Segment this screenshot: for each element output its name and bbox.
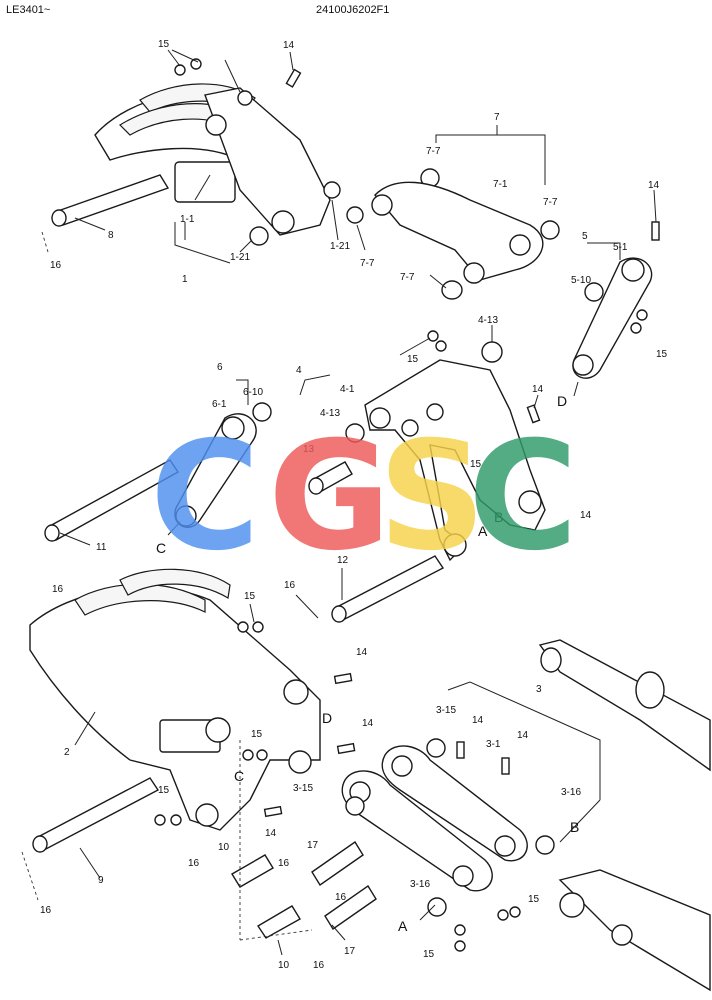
part-5-link <box>572 221 660 379</box>
callout-7: 7 <box>494 112 500 123</box>
callout-C: C <box>156 540 166 556</box>
callout-15: 15 <box>407 354 419 365</box>
callout-1-1: 1-1 <box>180 214 195 225</box>
part-6-link <box>174 402 272 528</box>
boom-arm <box>538 639 711 992</box>
callout-1: 1 <box>182 274 188 285</box>
part-7-link <box>371 181 544 284</box>
callout-3-16: 3-16 <box>410 879 430 890</box>
callout-16: 16 <box>278 858 290 869</box>
callout-14: 14 <box>532 384 544 395</box>
callout-15: 15 <box>656 349 668 360</box>
callout-D: D <box>557 393 567 409</box>
callout-1-21: 1-21 <box>230 252 250 263</box>
parts-10-17-pins <box>231 841 377 939</box>
callout-17: 17 <box>307 840 319 851</box>
callout-B: B <box>570 819 579 835</box>
part-3-links <box>341 738 555 952</box>
watermark-logo: C G S C <box>150 410 578 584</box>
callout-5-1: 5-1 <box>613 242 628 253</box>
callout-C: C <box>234 768 244 784</box>
callout-3-15: 3-15 <box>293 783 313 794</box>
part-11-pin <box>44 459 180 542</box>
watermark-letter-g: G <box>268 410 391 584</box>
callout-16: 16 <box>284 580 296 591</box>
callout-7-1: 7-1 <box>493 179 508 190</box>
callout-14: 14 <box>648 180 660 191</box>
watermark-letter-c: C <box>468 410 578 584</box>
part-4-bracket <box>345 330 546 562</box>
callout-11: 11 <box>96 542 107 553</box>
callout-4-1: 4-1 <box>340 384 355 395</box>
callout-12: 12 <box>337 555 349 566</box>
callout-7-7: 7-7 <box>426 146 441 157</box>
callout-16: 16 <box>52 584 64 595</box>
callout-5-10: 5-10 <box>571 275 591 286</box>
header-part-number: 24100J6202F1 <box>316 4 390 16</box>
callout-15: 15 <box>244 591 256 602</box>
callout-14: 14 <box>362 718 374 729</box>
callout-16: 16 <box>313 960 325 971</box>
callout-16: 16 <box>335 892 347 903</box>
callout-15: 15 <box>251 729 263 740</box>
callout-9: 9 <box>98 875 104 886</box>
watermark-letter-c: C <box>150 410 260 584</box>
callout-16: 16 <box>188 858 200 869</box>
callout-A: A <box>478 523 488 539</box>
callout-6-1: 6-1 <box>212 399 227 410</box>
callout-4-13: 4-13 <box>320 408 340 419</box>
bushings-top <box>174 58 560 300</box>
part-13-pin <box>308 461 353 495</box>
callout-7-7: 7-7 <box>400 272 415 283</box>
callout-6-10: 6-10 <box>243 387 263 398</box>
callout-15: 15 <box>158 39 170 50</box>
callout-labels: 15 14 7 7-7 7-1 7-7 7-7 7-7 14 5 5-1 5-1… <box>40 39 668 971</box>
callout-14: 14 <box>517 730 529 741</box>
callout-15: 15 <box>528 894 540 905</box>
callout-4: 4 <box>296 365 302 376</box>
callout-D: D <box>322 710 332 726</box>
callout-14: 14 <box>472 715 484 726</box>
callout-A: A <box>398 918 408 934</box>
part-1-bucket-top <box>94 83 331 236</box>
callout-1-21: 1-21 <box>330 241 350 252</box>
callout-17: 17 <box>344 946 356 957</box>
part-8-pin <box>51 174 170 227</box>
callout-2: 2 <box>64 747 70 758</box>
callout-6: 6 <box>217 362 223 373</box>
part-2-bucket <box>29 568 356 831</box>
watermark-letter-s: S <box>378 410 486 584</box>
callout-15: 15 <box>470 459 482 470</box>
callout-14: 14 <box>580 510 592 521</box>
callout-7-7: 7-7 <box>360 258 375 269</box>
callout-10: 10 <box>218 842 230 853</box>
callout-B: B <box>494 509 503 525</box>
callout-10: 10 <box>278 960 290 971</box>
callout-4-13: 4-13 <box>478 315 498 326</box>
header-model-code: LE3401~ <box>6 4 51 16</box>
callout-3-1: 3-1 <box>486 739 501 750</box>
part-9-pin <box>32 777 160 853</box>
callout-3-16: 3-16 <box>561 787 581 798</box>
callout-13: 13 <box>303 444 315 455</box>
callout-3: 3 <box>536 684 542 695</box>
callout-16: 16 <box>40 905 52 916</box>
callout-14: 14 <box>265 828 277 839</box>
callout-3-15: 3-15 <box>436 705 456 716</box>
callout-14: 14 <box>283 40 295 51</box>
callout-15: 15 <box>158 785 170 796</box>
callout-16: 16 <box>50 260 62 271</box>
callout-5: 5 <box>582 231 588 242</box>
callout-15: 15 <box>423 949 435 960</box>
leader-lines <box>21 49 657 956</box>
callout-14: 14 <box>356 647 368 658</box>
callout-7-7: 7-7 <box>543 197 558 208</box>
part-12-pin <box>331 555 445 623</box>
callout-8: 8 <box>108 230 114 241</box>
